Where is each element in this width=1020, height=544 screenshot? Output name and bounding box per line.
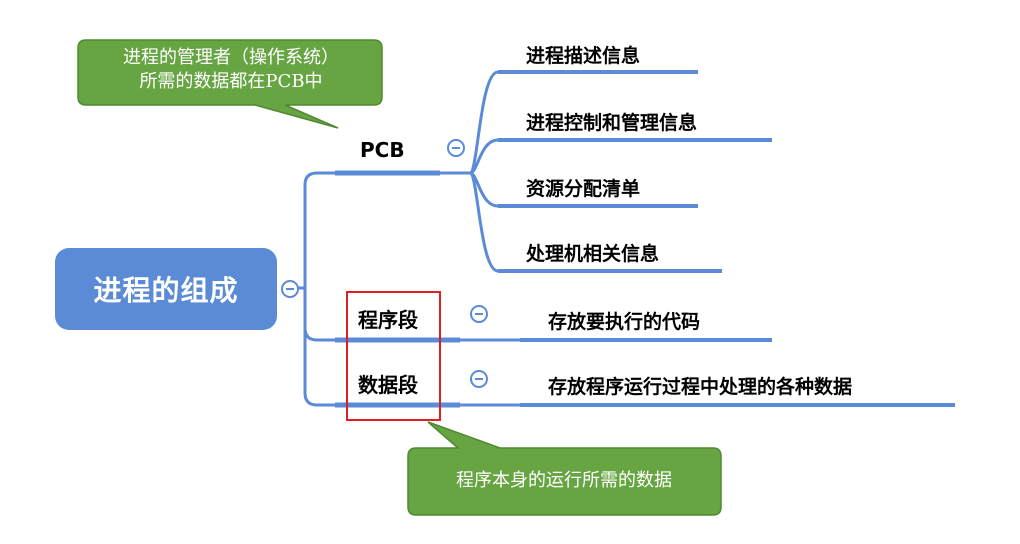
callout-program-text: 程序本身的运行所需的数据	[414, 469, 714, 493]
pcb-child-label[interactable]: 进程描述信息	[526, 45, 641, 67]
pcb-child-label[interactable]: 进程控制和管理信息	[526, 112, 698, 134]
callout-pcb-shape	[77, 39, 383, 129]
data-child-label[interactable]: 存放程序运行过程中处理的各种数据	[548, 376, 853, 398]
connector-pcb-child-1	[440, 70, 499, 175]
root-node-label: 进程的组成	[93, 274, 239, 307]
callout-program-line-1: 程序本身的运行所需的数据	[456, 470, 672, 491]
branch-program-label[interactable]: 程序段	[358, 308, 418, 332]
callout-pcb-line-1: 进程的管理者（操作系统）	[123, 47, 339, 68]
branch-data-label[interactable]: 数据段	[358, 373, 418, 397]
callout-pcb-text: 进程的管理者（操作系统） 所需的数据都在PCB中	[86, 46, 376, 94]
connector-root-pcb	[297, 171, 335, 290]
root-node[interactable]: 进程的组成	[55, 248, 277, 330]
minus-circle-icon[interactable]	[470, 305, 488, 323]
minus-circle-icon[interactable]	[447, 139, 465, 157]
minus-circle-icon[interactable]	[470, 370, 488, 388]
connector-pcb-child-3	[440, 171, 499, 208]
branch-pcb-label[interactable]: PCB	[360, 138, 405, 162]
connector-root-program	[297, 286, 335, 342]
connector-root-data	[297, 286, 335, 407]
program-child-label[interactable]: 存放要执行的代码	[548, 311, 701, 333]
highlight-box	[346, 291, 441, 421]
callout-pcb-line-2: 所需的数据都在PCB中	[139, 71, 323, 92]
minus-circle-icon[interactable]	[281, 280, 299, 298]
pcb-child-label[interactable]: 资源分配清单	[526, 178, 641, 200]
callout-program-shape	[407, 421, 722, 516]
pcb-child-label[interactable]: 处理机相关信息	[526, 243, 660, 265]
connector-pcb-child-4	[440, 171, 499, 273]
